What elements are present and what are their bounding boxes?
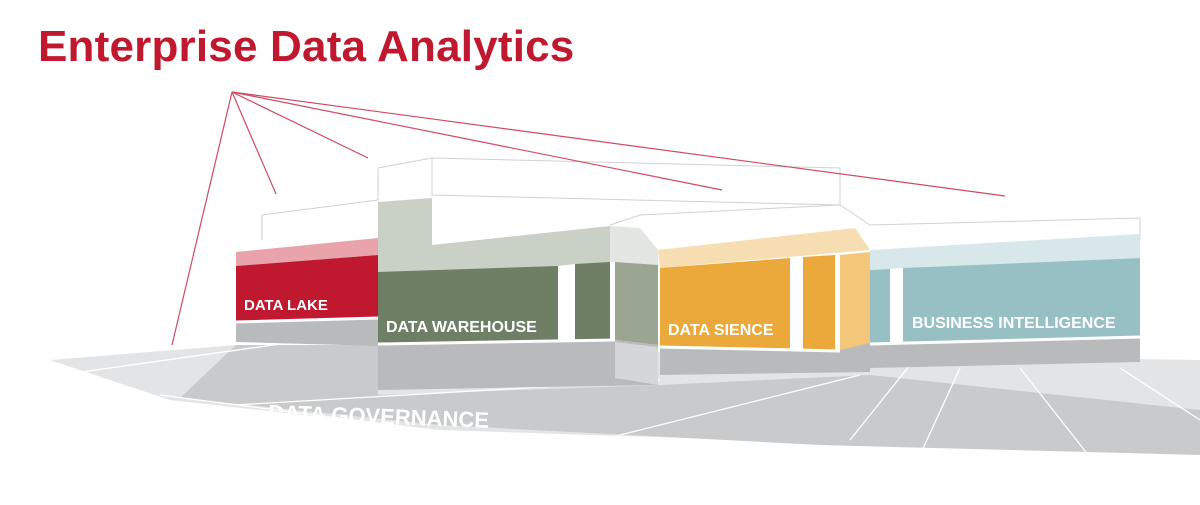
- background-outline: [261, 157, 1141, 240]
- data-warehouse-section: DATA WAREHOUSE: [377, 198, 658, 390]
- data-lake-label: DATA LAKE: [244, 297, 328, 314]
- data-science-section: DATA SIENCE: [658, 228, 870, 375]
- business-intelligence-section: BUSINESS INTELLIGENCE: [869, 234, 1141, 368]
- diagram-title: Enterprise Data Analytics: [38, 22, 575, 71]
- data-lake-section: DATA LAKE: [235, 238, 379, 346]
- data-science-label: DATA SIENCE: [668, 322, 774, 339]
- floor-shadow-dark: [180, 345, 1200, 455]
- business-intelligence-label: BUSINESS INTELLIGENCE: [912, 315, 1116, 332]
- title-pointer-lines: [171, 91, 1006, 346]
- floor-lines: [59, 329, 1200, 481]
- data-warehouse-label: DATA WAREHOUSE: [386, 319, 537, 336]
